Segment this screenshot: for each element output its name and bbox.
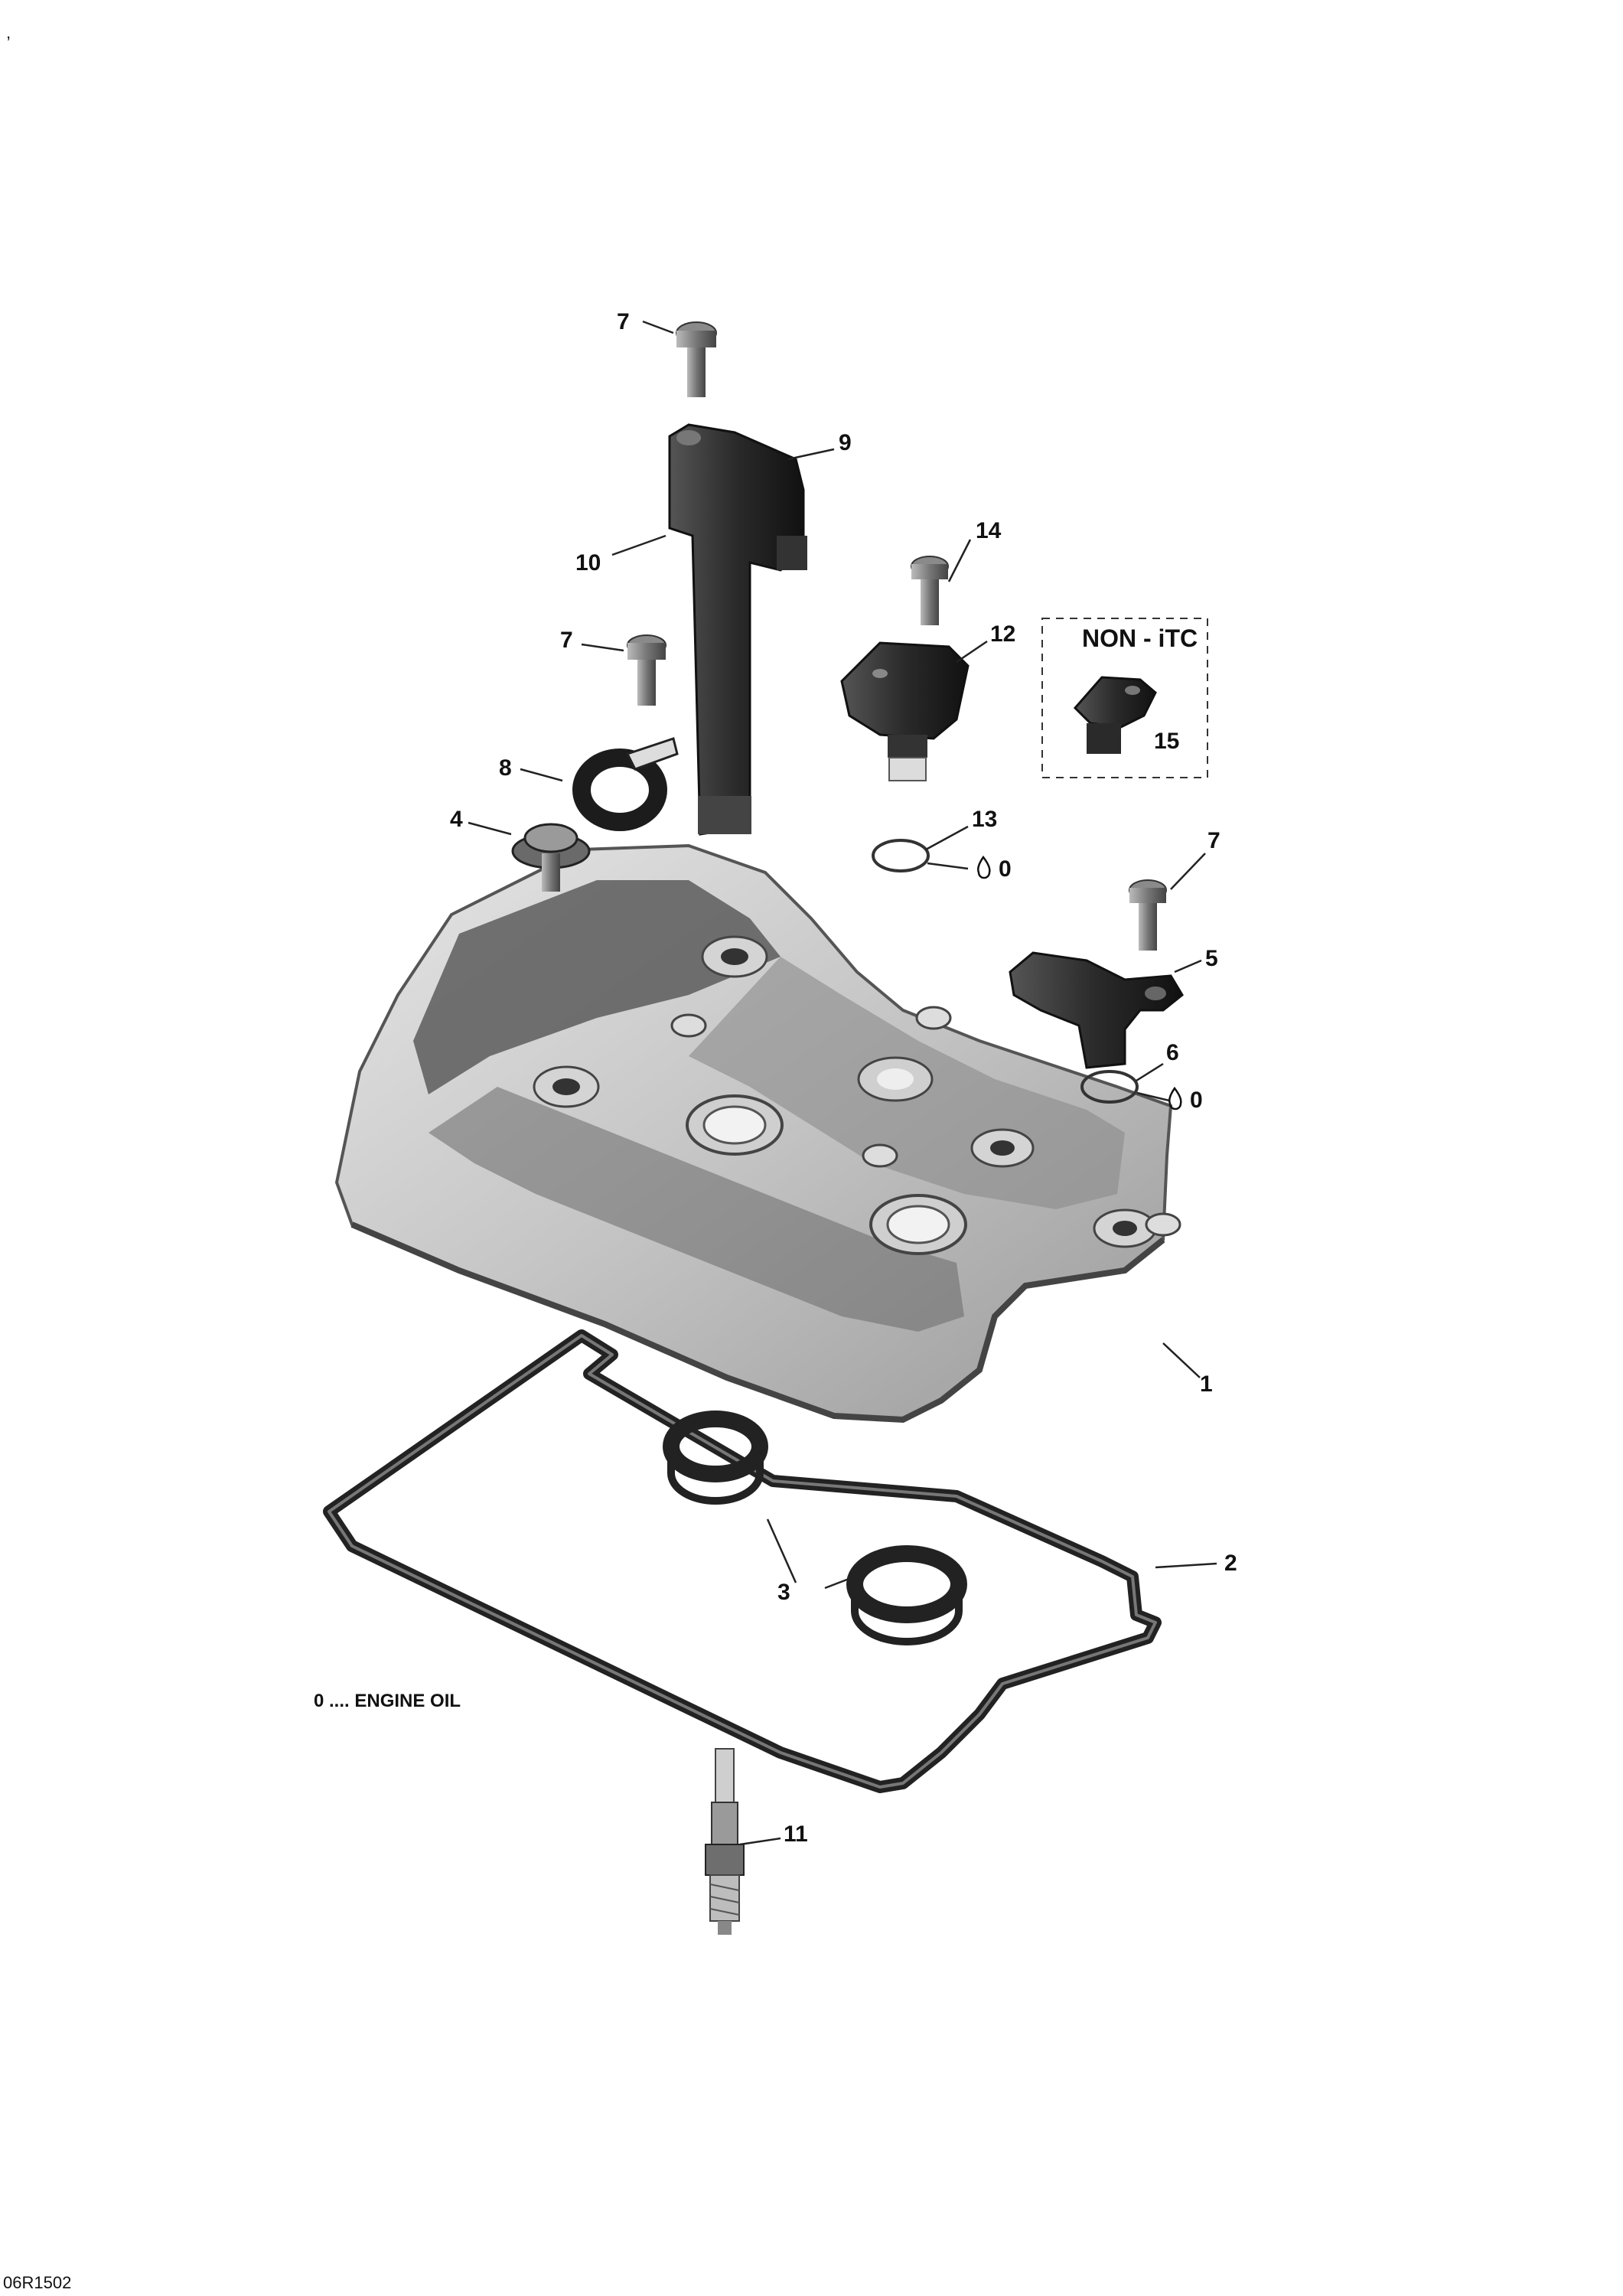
callout-10: 10 bbox=[575, 550, 601, 576]
callout-13: 13 bbox=[972, 807, 997, 832]
callout-8: 8 bbox=[499, 755, 512, 781]
callout-14: 14 bbox=[976, 518, 1002, 543]
part-9-10-ignition-coil bbox=[668, 423, 807, 836]
callout-3: 3 bbox=[777, 1580, 790, 1605]
oil-drop-icon bbox=[1168, 1086, 1182, 1110]
part-12-sensor bbox=[840, 641, 970, 781]
corner-mark: , bbox=[6, 23, 11, 42]
callout-4: 4 bbox=[450, 807, 463, 832]
callout-11: 11 bbox=[784, 1821, 808, 1847]
callout-9: 9 bbox=[839, 430, 852, 455]
oil-marker-6: 0 bbox=[1190, 1088, 1203, 1113]
part-5-sensor bbox=[1009, 951, 1184, 1069]
inset-title: NON - iTC bbox=[1082, 625, 1198, 652]
callout-6: 6 bbox=[1166, 1040, 1179, 1065]
inset-frame bbox=[1041, 618, 1208, 778]
part-7-bolt-top bbox=[676, 321, 717, 397]
callout-12: 12 bbox=[990, 621, 1015, 647]
callout-7-top: 7 bbox=[617, 309, 630, 334]
part-7-bolt-right bbox=[1129, 879, 1167, 951]
part-1-valve-cover bbox=[334, 843, 1181, 1424]
callout-15: 15 bbox=[1154, 729, 1179, 754]
leader-lines bbox=[468, 320, 1217, 1846]
oil-drop-icon bbox=[977, 855, 991, 879]
callout-7-right: 7 bbox=[1207, 828, 1221, 853]
oil-marker-13: 0 bbox=[999, 856, 1012, 882]
part-3-tube-seals bbox=[663, 1411, 967, 1645]
part-2-gasket bbox=[323, 1329, 1162, 1793]
part-14-bolt bbox=[911, 556, 949, 625]
part-4-flange-bolt bbox=[511, 823, 591, 892]
figure-id: 06R1502 bbox=[3, 2273, 71, 2292]
callout-labels: 7 9 10 7 8 4 14 12 13 0 7 5 6 0 1 2 3 11 bbox=[450, 309, 1237, 1847]
callout-1: 1 bbox=[1200, 1371, 1213, 1397]
callout-5: 5 bbox=[1205, 946, 1218, 971]
legend-note: 0 .... ENGINE OIL bbox=[314, 1691, 461, 1711]
callout-7-mid: 7 bbox=[560, 628, 573, 653]
callout-2: 2 bbox=[1224, 1551, 1237, 1576]
part-7-bolt-mid bbox=[627, 634, 666, 706]
part-13-o-ring bbox=[872, 839, 930, 872]
part-6-o-ring bbox=[1080, 1070, 1139, 1104]
inset-non-itc: NON - iTC 15 bbox=[1041, 618, 1208, 778]
part-11-spark-plug bbox=[705, 1748, 745, 1935]
part-8-clamp bbox=[572, 737, 679, 831]
part-15-plug bbox=[1073, 676, 1157, 754]
